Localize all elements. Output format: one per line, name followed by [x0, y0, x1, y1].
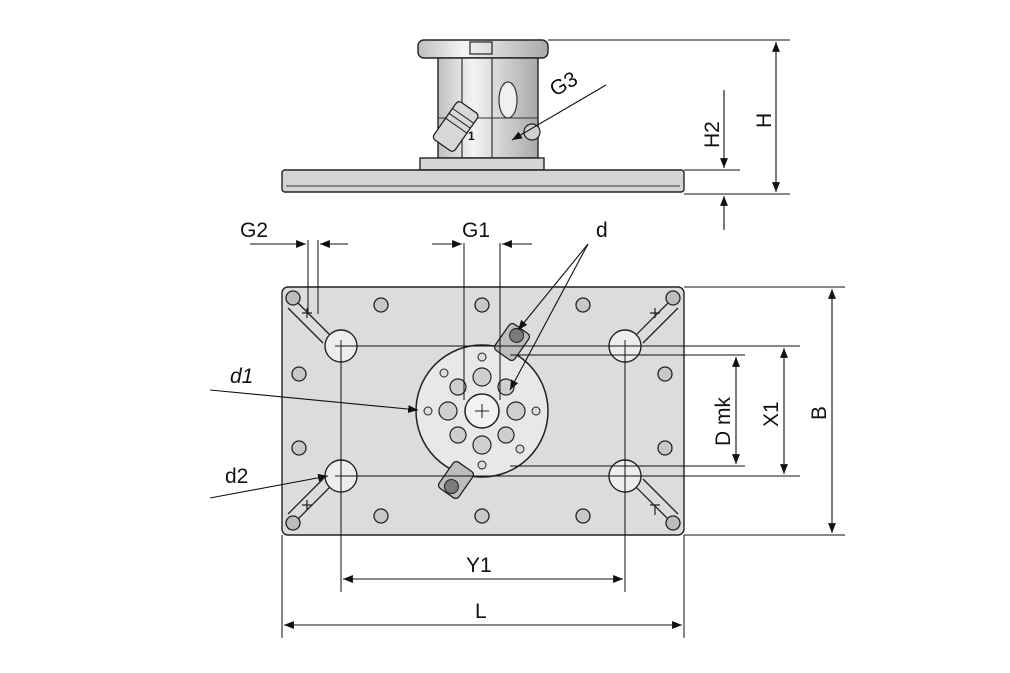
label-Dmk: D mk [712, 397, 735, 446]
label-H2: H2 [701, 121, 724, 148]
label-d1: d1 [230, 365, 253, 388]
label-G3: G3 [546, 67, 582, 101]
side-plate [281, 169, 685, 193]
top-fitting-upper [493, 322, 531, 362]
label-G1: G1 [462, 219, 490, 242]
label-d2: d2 [225, 465, 248, 488]
top-view: G2 G1 d d1 d2 D mk X1 B Y1 L [209, 219, 845, 638]
label-L: L [475, 600, 487, 623]
side-top-cap [417, 39, 549, 59]
edge-screws [291, 297, 673, 524]
side-fitting [432, 101, 479, 152]
side-view: 1 G3 H H2 [281, 39, 790, 230]
side-flange [419, 157, 545, 171]
side-port-number: 1 [468, 129, 475, 143]
label-G2: G2 [240, 219, 268, 242]
label-Y1: Y1 [466, 554, 492, 577]
top-fitting-lower [437, 460, 475, 500]
label-B: B [808, 406, 831, 420]
label-d: d [596, 219, 608, 242]
corner-screws [285, 290, 681, 531]
label-H: H [753, 113, 776, 128]
label-X1: X1 [760, 401, 783, 427]
